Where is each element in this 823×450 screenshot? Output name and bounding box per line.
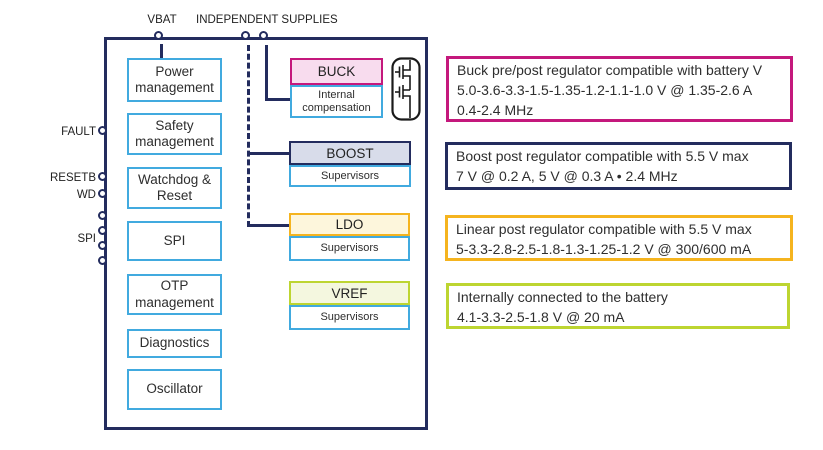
- wire-to-ldo: [247, 224, 291, 227]
- callout-ldo-line-1: Linear post regulator compatible with 5.…: [456, 221, 752, 237]
- wire-to-boost: [247, 152, 291, 155]
- block-power-management: Power management: [127, 58, 222, 102]
- callout-buck: Buck pre/post regulator compatible with …: [446, 56, 793, 122]
- block-watchdog-reset: Watchdog & Reset: [127, 167, 222, 209]
- independent-supply-terminal-2: [259, 31, 268, 40]
- pin-label-spi: SPI: [77, 233, 96, 245]
- vref-supervisors: Supervisors: [289, 305, 410, 330]
- block-safety-management: Safety management: [127, 113, 222, 155]
- independent-supply-terminal-1: [241, 31, 250, 40]
- block-oscillator: Oscillator: [127, 369, 222, 410]
- block-buck: BUCK: [290, 58, 383, 85]
- ldo-supervisors: Supervisors: [289, 236, 410, 261]
- pin-label-resetb: RESETB: [49, 172, 96, 184]
- boost-supervisors: Supervisors: [289, 165, 411, 187]
- block-vref: VREF: [289, 281, 410, 305]
- wire-to-buck-vertical: [265, 45, 268, 101]
- dual-mosfet-icon: [391, 57, 421, 121]
- wire-independent-supply-dashed: [247, 45, 250, 227]
- buck-internal-compensation: Internal compensation: [290, 85, 383, 118]
- pin-label-independent-supplies: INDEPENDENT SUPPLIES: [196, 14, 338, 26]
- block-otp-management: OTP management: [127, 274, 222, 315]
- callout-vref-line-2: 4.1-3.3-2.5-1.8 V @ 20 mA: [457, 309, 625, 325]
- callout-buck-line-1: Buck pre/post regulator compatible with …: [457, 62, 763, 78]
- wire-to-buck-horizontal: [265, 98, 292, 101]
- spi-terminal-1: [98, 211, 107, 220]
- vbat-terminal: [154, 31, 163, 40]
- block-ldo: LDO: [289, 213, 410, 236]
- callout-vref: Internally connected to the battery 4.1-…: [446, 283, 790, 329]
- callout-buck-line-3: 0.4-2.4 MHz: [457, 102, 534, 118]
- wd-terminal: [98, 189, 107, 198]
- resetb-terminal: [98, 172, 107, 181]
- spi-terminal-4: [98, 256, 107, 265]
- pin-label-vbat: VBAT: [147, 14, 177, 26]
- block-boost: BOOST: [289, 141, 411, 165]
- callout-ldo: Linear post regulator compatible with 5.…: [445, 215, 793, 261]
- block-diagnostics: Diagnostics: [127, 329, 222, 358]
- pin-label-wd: WD: [76, 189, 96, 201]
- callout-vref-line-1: Internally connected to the battery: [457, 289, 668, 305]
- spi-terminal-2: [98, 226, 107, 235]
- spi-terminal-3: [98, 241, 107, 250]
- wire-vbat: [160, 44, 163, 60]
- callout-buck-line-2: 5.0-3.6-3.3-1.5-1.35-1.2-1.1-1.0 V @ 1.3…: [457, 82, 753, 98]
- pin-label-fault: FAULT: [61, 126, 96, 138]
- callout-ldo-line-2: 5-3.3-2.8-2.5-1.8-1.3-1.25-1.2 V @ 300/6…: [456, 241, 752, 257]
- fault-terminal: [98, 126, 107, 135]
- callout-boost-line-1: Boost post regulator compatible with 5.5…: [456, 148, 749, 164]
- callout-boost-line-2: 7 V @ 0.2 A, 5 V @ 0.3 A • 2.4 MHz: [456, 168, 678, 184]
- callout-boost: Boost post regulator compatible with 5.5…: [445, 142, 792, 190]
- block-spi: SPI: [127, 221, 222, 261]
